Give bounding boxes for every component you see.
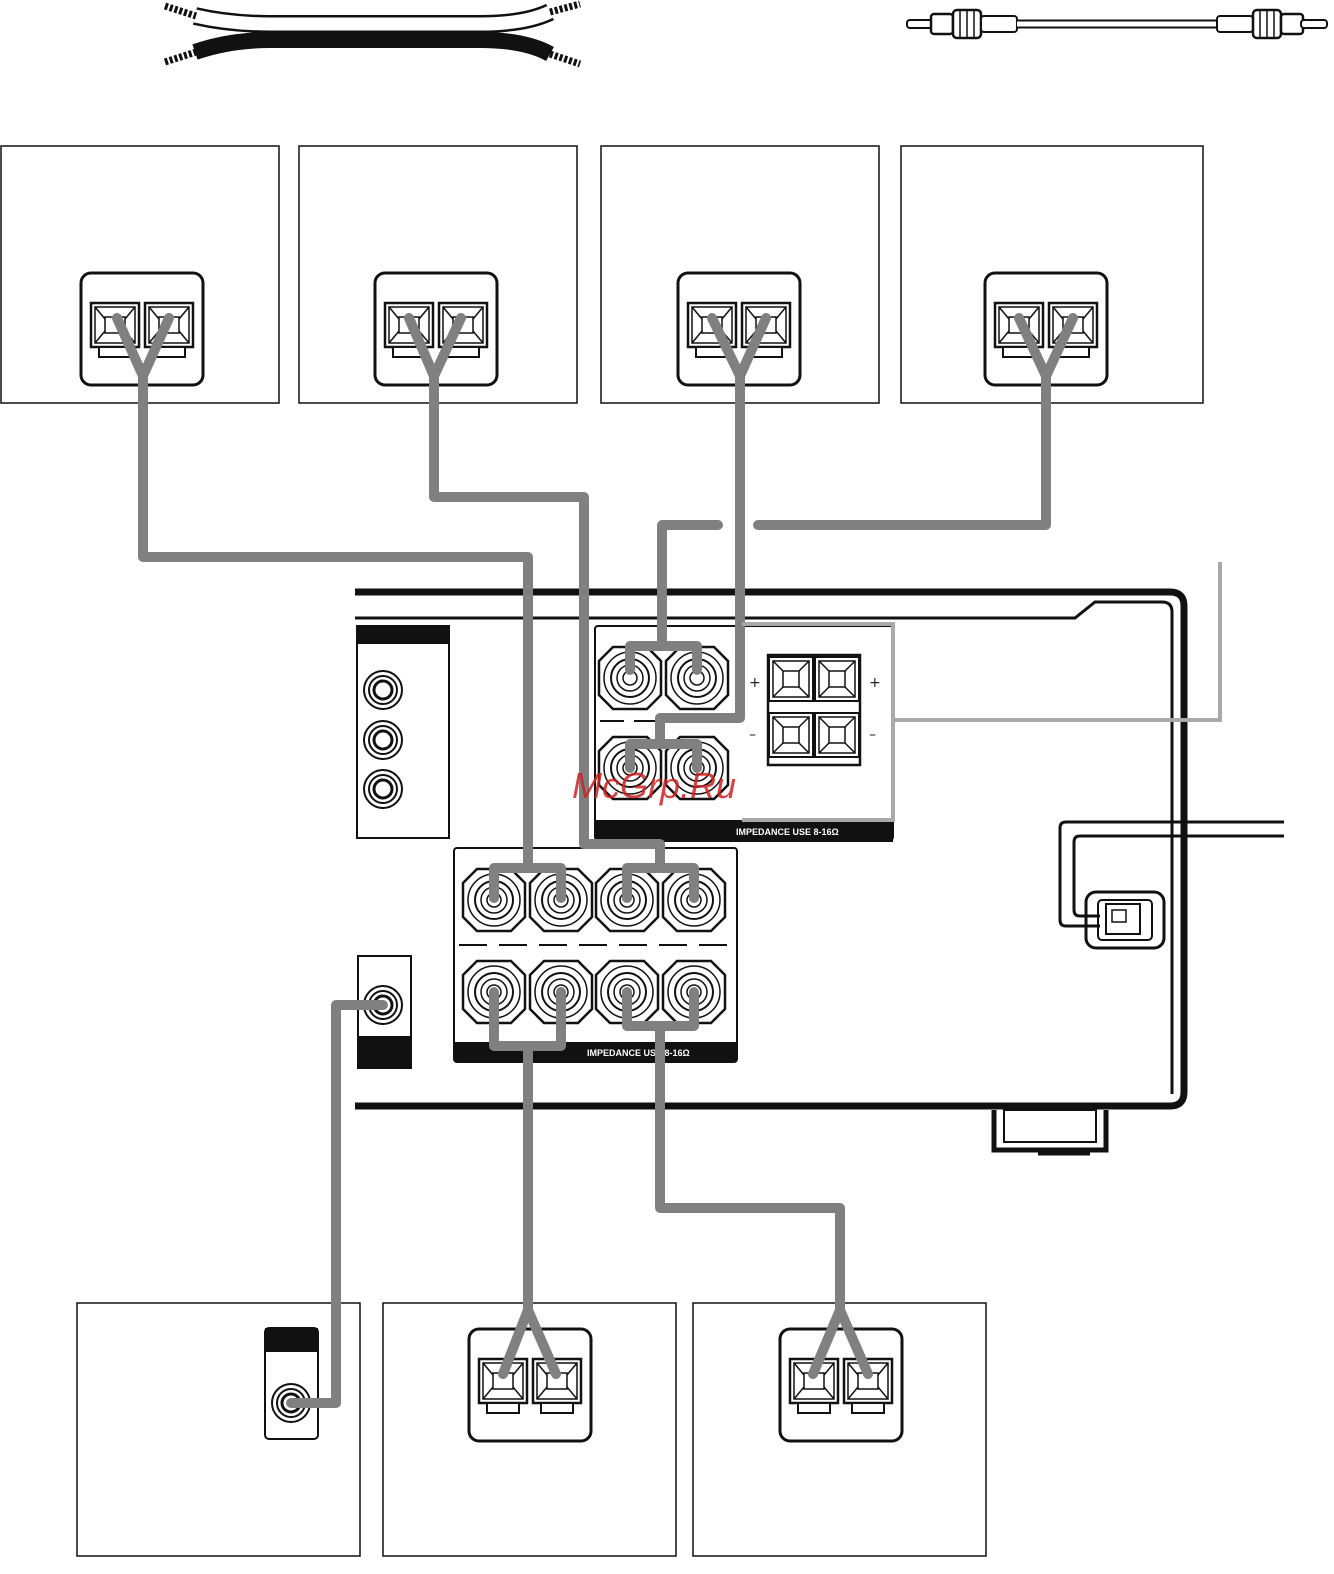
speaker-box-5 — [383, 1303, 676, 1556]
speaker-box-6 — [693, 1303, 986, 1556]
minus-sign-right: – — [869, 727, 876, 743]
clip-terminal-4 — [815, 713, 859, 757]
plus-sign-right: + — [869, 675, 881, 691]
speaker-cable-illustration — [165, 4, 580, 64]
clip-terminal-3 — [769, 713, 813, 757]
subwoofer-box — [77, 1303, 360, 1556]
minus-sign-left: – — [749, 727, 756, 743]
impedance-label-bottom: IMPEDANCE USE 8-16Ω — [587, 1048, 690, 1058]
rca-input-jack-2 — [364, 721, 402, 759]
rca-input-jack-3 — [364, 770, 402, 808]
receiver-rear-panel: IMPEDANCE USE 8-16Ω + + – – IMPEDANCE US… — [340, 592, 1184, 1154]
impedance-label-top: IMPEDANCE USE 8-16Ω — [736, 827, 839, 837]
speaker-terminal-5 — [469, 1329, 591, 1441]
rca-input-jack-1 — [364, 671, 402, 709]
watermark: McGrp.Ru — [572, 765, 736, 806]
clip-terminal-1 — [769, 657, 813, 701]
plus-sign-left: + — [749, 675, 761, 691]
clip-terminal-2 — [815, 657, 859, 701]
rca-cable-illustration — [907, 10, 1327, 38]
speaker-terminal-6 — [780, 1329, 902, 1441]
